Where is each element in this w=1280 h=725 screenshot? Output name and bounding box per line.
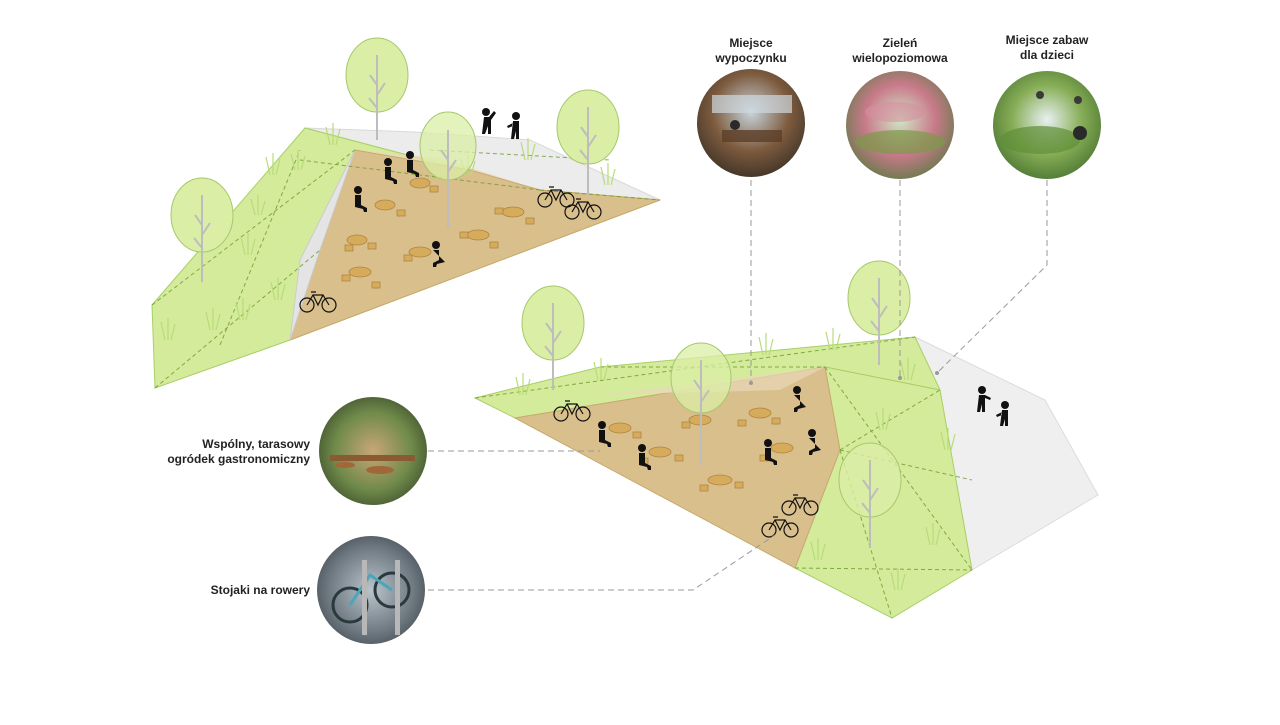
lower-terrace — [473, 260, 1099, 619]
person-icon — [354, 186, 367, 212]
upper-people — [354, 108, 520, 267]
person-icon — [764, 439, 777, 465]
shared-garden-label: Wspólny, tarasowy ogródek gastronomiczny — [120, 437, 310, 467]
person-icon — [384, 158, 397, 184]
rest-area-photo-icon — [697, 69, 805, 177]
tree-icon — [521, 285, 585, 390]
lower-grass-tufts — [515, 328, 956, 591]
tree-icon — [838, 442, 902, 548]
upper-trees — [170, 37, 620, 282]
bicycle-icon — [553, 400, 591, 422]
rest-area-label: Miejsce wypoczynku — [701, 36, 801, 66]
person-icon — [977, 386, 991, 412]
playground-photo-icon — [993, 71, 1101, 179]
tree-icon — [170, 177, 234, 282]
bicycle-icon — [781, 494, 819, 516]
bike-racks-label-line1: Stojaki na rowery — [210, 583, 310, 597]
person-icon — [638, 444, 651, 470]
person-icon — [406, 151, 419, 177]
tree-icon — [847, 260, 911, 365]
tree-icon — [670, 342, 732, 465]
lower-bikes — [553, 400, 819, 538]
greenery-photo-icon — [846, 71, 954, 179]
upper-terrace — [151, 37, 661, 389]
lower-trees — [521, 260, 911, 548]
tree-icon — [556, 89, 620, 195]
multilevel-greenery-label-line2: wielopoziomowa — [852, 51, 948, 65]
bike-racks-label: Stojaki na rowery — [120, 583, 310, 598]
bicycle-icon — [564, 198, 602, 220]
playground-label-line1: Miejsce zabaw — [1005, 33, 1089, 47]
bike-rack-photo-icon — [317, 536, 425, 644]
upper-grass-tufts — [160, 123, 616, 341]
multilevel-greenery-label: Zieleń wielopoziomowa — [840, 36, 960, 66]
person-icon — [793, 386, 806, 412]
rest-area-label-line1: Miejsce — [729, 36, 773, 50]
person-icon — [432, 241, 445, 267]
upper-terrace-back-wall — [289, 149, 356, 341]
person-icon — [996, 401, 1009, 426]
multilevel-greenery-label-line1: Zieleń — [882, 36, 918, 50]
tree-icon — [345, 37, 409, 140]
upper-cafe-furniture — [341, 177, 535, 289]
person-icon — [598, 421, 611, 447]
lower-people — [598, 386, 1009, 470]
cafe-garden-photo-icon — [319, 397, 427, 505]
leader-dots — [749, 371, 939, 385]
leader-lines — [428, 180, 1048, 591]
shared-garden-label-line2: ogródek gastronomiczny — [167, 452, 310, 466]
tree-icon — [419, 111, 477, 228]
person-icon — [808, 429, 821, 455]
rest-area-label-line2: wypoczynku — [715, 51, 787, 65]
person-icon — [482, 108, 496, 134]
bicycle-icon — [761, 516, 799, 538]
shared-garden-label-line1: Wspólny, tarasowy — [202, 437, 310, 451]
playground-label: Miejsce zabaw dla dzieci — [987, 33, 1107, 63]
playground-label-line2: dla dzieci — [1019, 48, 1075, 62]
person-icon — [507, 112, 520, 139]
bicycle-icon — [299, 291, 337, 313]
upper-bikes — [299, 186, 602, 313]
